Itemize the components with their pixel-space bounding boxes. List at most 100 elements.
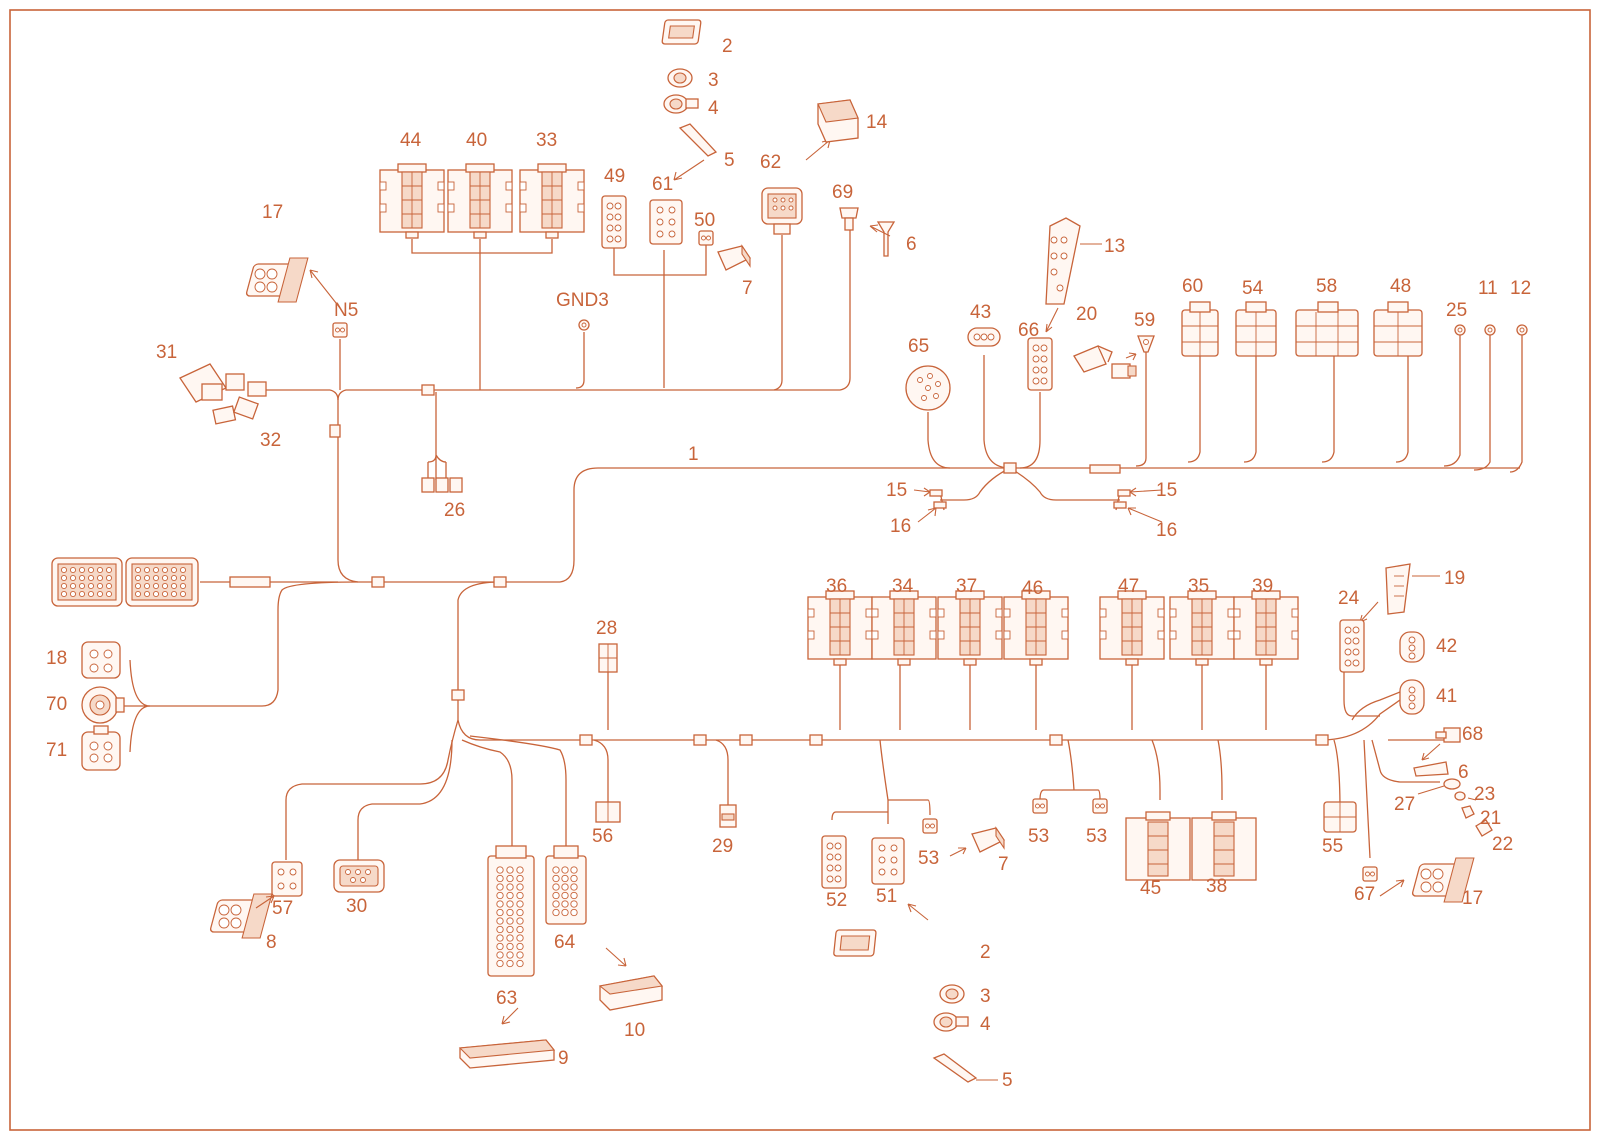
connector-63 [487, 845, 535, 977]
label-11: 11 [1478, 278, 1498, 299]
connector-53-a [922, 818, 938, 834]
connector-53-c [1092, 798, 1108, 814]
wire-clamps [229, 384, 1329, 746]
connector-66 [1027, 337, 1053, 391]
label-58: 58 [1316, 276, 1337, 297]
label-34: 34 [892, 576, 914, 597]
plug-17-top [245, 257, 309, 303]
label-2-top: 2 [722, 36, 733, 57]
label-5-bottom: 5 [1002, 1070, 1013, 1091]
label-53-a: 53 [918, 848, 939, 869]
terminals-15-16 [929, 489, 1131, 509]
cover-14 [817, 99, 859, 143]
connector-65 [905, 365, 951, 411]
clip-7-top [717, 245, 751, 271]
label-53-b: 53 [1028, 826, 1049, 847]
connector-46 [1003, 590, 1069, 666]
harness-wires [120, 230, 1523, 860]
leader-66 [1045, 307, 1059, 333]
connector-57 [271, 861, 303, 897]
label-2-bottom: 2 [980, 942, 991, 963]
connector-52 [821, 835, 847, 889]
terminal-5-bottom [932, 1053, 978, 1083]
label-17-top: 17 [262, 202, 283, 223]
connector-33 [519, 163, 585, 239]
leader-67 [1379, 879, 1405, 897]
label-38: 38 [1206, 876, 1227, 897]
leader-5-top [673, 159, 705, 181]
grommet-3-bottom [939, 984, 965, 1004]
label-57: 57 [272, 898, 293, 919]
connector-56 [595, 801, 621, 823]
label-24: 24 [1338, 588, 1360, 609]
connector-55 [1323, 801, 1357, 833]
connector-30 [333, 859, 385, 893]
connector-41 [1399, 679, 1425, 715]
connector-24 [1339, 619, 1365, 673]
frame-border [9, 9, 1591, 1131]
label-33: 33 [536, 130, 557, 151]
label-6-top: 6 [906, 234, 917, 255]
terminal-27 [1443, 778, 1461, 790]
connector-48 [1373, 301, 1423, 357]
label-10: 10 [624, 1020, 645, 1041]
connector-38 [1191, 811, 1257, 881]
leader-57 [255, 895, 275, 909]
connector-37 [937, 590, 1003, 666]
label-16-right: 16 [1156, 520, 1177, 541]
connector-64 [545, 845, 587, 925]
connector-50 [698, 230, 714, 246]
grommet-4-top [663, 94, 699, 114]
connector-47 [1099, 590, 1165, 666]
connector-71 [81, 725, 121, 771]
connector-62 [761, 187, 803, 235]
ring-terminal-12 [1516, 324, 1528, 336]
connector-29 [719, 804, 737, 828]
leader-68 [1421, 743, 1441, 761]
label-50: 50 [694, 210, 715, 231]
label-66: 66 [1018, 320, 1039, 341]
leader-23 [1467, 797, 1477, 801]
connector-39 [1233, 590, 1299, 666]
leader-2-bottom [907, 903, 929, 921]
leader-64 [605, 947, 627, 967]
leader-59 [1125, 352, 1137, 361]
label-43: 43 [970, 302, 991, 323]
label-23: 23 [1474, 784, 1495, 805]
label-36: 36 [826, 576, 847, 597]
label-4-top: 4 [708, 98, 719, 119]
connector-61 [649, 199, 683, 245]
label-22: 22 [1492, 834, 1513, 855]
label-20: 20 [1076, 304, 1097, 325]
connector-53-b [1032, 798, 1048, 814]
label-12: 12 [1510, 278, 1531, 299]
label-27: 27 [1394, 794, 1415, 815]
label-15-left: 15 [886, 480, 907, 501]
label-56: 56 [592, 826, 613, 847]
ring-terminal-25 [1454, 324, 1466, 336]
leader-15-right [1129, 487, 1163, 497]
connector-51 [871, 837, 905, 885]
label-8: 8 [266, 932, 277, 953]
label-13: 13 [1104, 236, 1125, 257]
label-68: 68 [1462, 724, 1483, 745]
label-9: 9 [558, 1048, 569, 1069]
label-17-right: 17 [1462, 888, 1483, 909]
label-3-top: 3 [708, 70, 719, 91]
label-3-bottom: 3 [980, 986, 991, 1007]
grommet-4-bottom [933, 1012, 969, 1032]
label-25: 25 [1446, 300, 1467, 321]
cover-10 [598, 975, 664, 1011]
label-63: 63 [496, 988, 517, 1009]
connector-40 [447, 163, 513, 239]
label-4-bottom: 4 [980, 1014, 991, 1035]
label-55: 55 [1322, 836, 1343, 857]
connector-28 [598, 643, 618, 673]
label-39: 39 [1252, 576, 1273, 597]
leader-53-to-7 [949, 847, 967, 857]
label-32: 32 [260, 430, 281, 451]
label-44: 44 [400, 130, 422, 151]
label-19: 19 [1444, 568, 1465, 589]
callout-labels: 1 2 3 4 5 62 14 69 6 44 40 33 17 N5 31 3… [46, 36, 1531, 1091]
label-26: 26 [444, 500, 465, 521]
